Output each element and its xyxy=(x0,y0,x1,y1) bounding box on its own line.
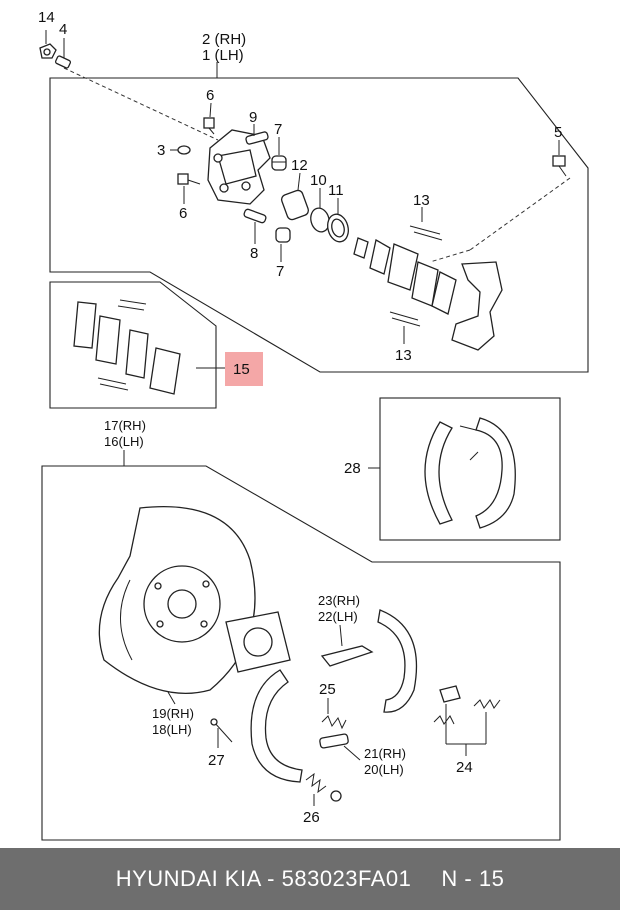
carrier-axis-line xyxy=(429,249,471,263)
callout-24: 24 xyxy=(456,759,473,776)
callout-7b: 7 xyxy=(276,263,284,280)
callout-17: 17(RH) xyxy=(104,418,146,433)
pin-27 xyxy=(210,718,233,743)
callout-18: 18(LH) xyxy=(152,722,192,737)
bolt-14 xyxy=(39,43,57,59)
callout-2: 2 (RH) xyxy=(202,31,246,48)
pad-clip-13-lower xyxy=(389,311,421,327)
leader-6a xyxy=(209,102,212,118)
callout-22: 22(LH) xyxy=(318,609,358,624)
caliper-body xyxy=(207,129,271,205)
bolt-axis-line xyxy=(63,67,219,141)
boot-7-upper xyxy=(271,155,287,171)
callout-13b: 13 xyxy=(395,347,412,364)
bolt-axis-line-right xyxy=(469,177,571,251)
callout-1: 1 (LH) xyxy=(202,47,244,64)
callout-19: 19(RH) xyxy=(152,706,194,721)
callout-3: 3 xyxy=(157,142,165,159)
callout-6b: 6 xyxy=(179,205,187,222)
shoe-right xyxy=(377,609,418,713)
parking-shoe-kit-28 xyxy=(424,417,516,529)
callout-27: 27 xyxy=(208,752,225,769)
callout-25: 25 xyxy=(319,681,336,698)
pad-clip-13-upper xyxy=(409,225,443,241)
callout-5: 5 xyxy=(554,124,562,141)
bolt-4 xyxy=(54,55,72,69)
spring-kit-24 xyxy=(433,685,501,725)
shoe-kit-frame xyxy=(379,397,561,541)
seal-10 xyxy=(310,207,330,233)
leader-18 xyxy=(167,691,176,705)
footer-bar: HYUNDAI KIA - 583023FA01 N - 15 xyxy=(0,848,620,910)
spring-26 xyxy=(305,772,342,802)
callout-11: 11 xyxy=(328,182,344,199)
spring-25 xyxy=(321,715,347,730)
brake-pads-upper xyxy=(353,237,457,315)
callout-10: 10 xyxy=(310,172,327,189)
piston-12 xyxy=(280,189,310,221)
leader-21 xyxy=(343,745,361,761)
callout-8: 8 xyxy=(250,245,258,262)
callout-26: 26 xyxy=(303,809,320,826)
boot-7-lower xyxy=(275,227,291,243)
highlight-box xyxy=(225,352,263,386)
bolt-5 xyxy=(552,155,567,177)
boot-11 xyxy=(327,213,349,243)
callout-7a: 7 xyxy=(274,121,282,138)
leader-12 xyxy=(297,172,301,191)
guide-pin-8 xyxy=(243,208,267,224)
callout-28: 28 xyxy=(344,460,361,477)
leader-22 xyxy=(339,624,343,647)
callout-6a: 6 xyxy=(206,87,214,104)
drum-brake-frame xyxy=(41,465,561,841)
callout-14: 14 xyxy=(38,9,55,26)
parts-diagram: 14 4 2 (RH) 1 (LH) 6 9 7 3 12 10 11 5 6 … xyxy=(38,9,589,841)
shoe-left xyxy=(250,669,303,783)
footer-page: N - 15 xyxy=(441,866,505,891)
washer-3 xyxy=(177,145,191,155)
caliper-frame xyxy=(49,77,589,373)
callout-23: 23(RH) xyxy=(318,593,360,608)
backing-plate xyxy=(98,505,256,694)
bolt-6-upper xyxy=(203,117,215,135)
callout-13a: 13 xyxy=(413,192,430,209)
callout-4: 4 xyxy=(59,21,67,38)
callout-9: 9 xyxy=(249,109,257,126)
adjuster-21-20 xyxy=(319,733,349,749)
guide-pin-9 xyxy=(245,131,269,145)
bolt-6-lower xyxy=(177,173,201,185)
gasket-plate xyxy=(225,611,291,673)
callout-16: 16(LH) xyxy=(104,434,144,449)
callout-20: 20(LH) xyxy=(364,762,404,777)
footer-part-number: HYUNDAI KIA - 583023FA01 xyxy=(115,866,412,891)
lever-23-22 xyxy=(320,645,374,667)
pad-kit-15 xyxy=(73,299,181,395)
pad-kit-frame xyxy=(49,281,217,409)
callout-21: 21(RH) xyxy=(364,746,406,761)
carrier-bracket xyxy=(451,261,503,351)
callout-12: 12 xyxy=(291,157,308,174)
callout-15: 15 xyxy=(233,361,250,378)
